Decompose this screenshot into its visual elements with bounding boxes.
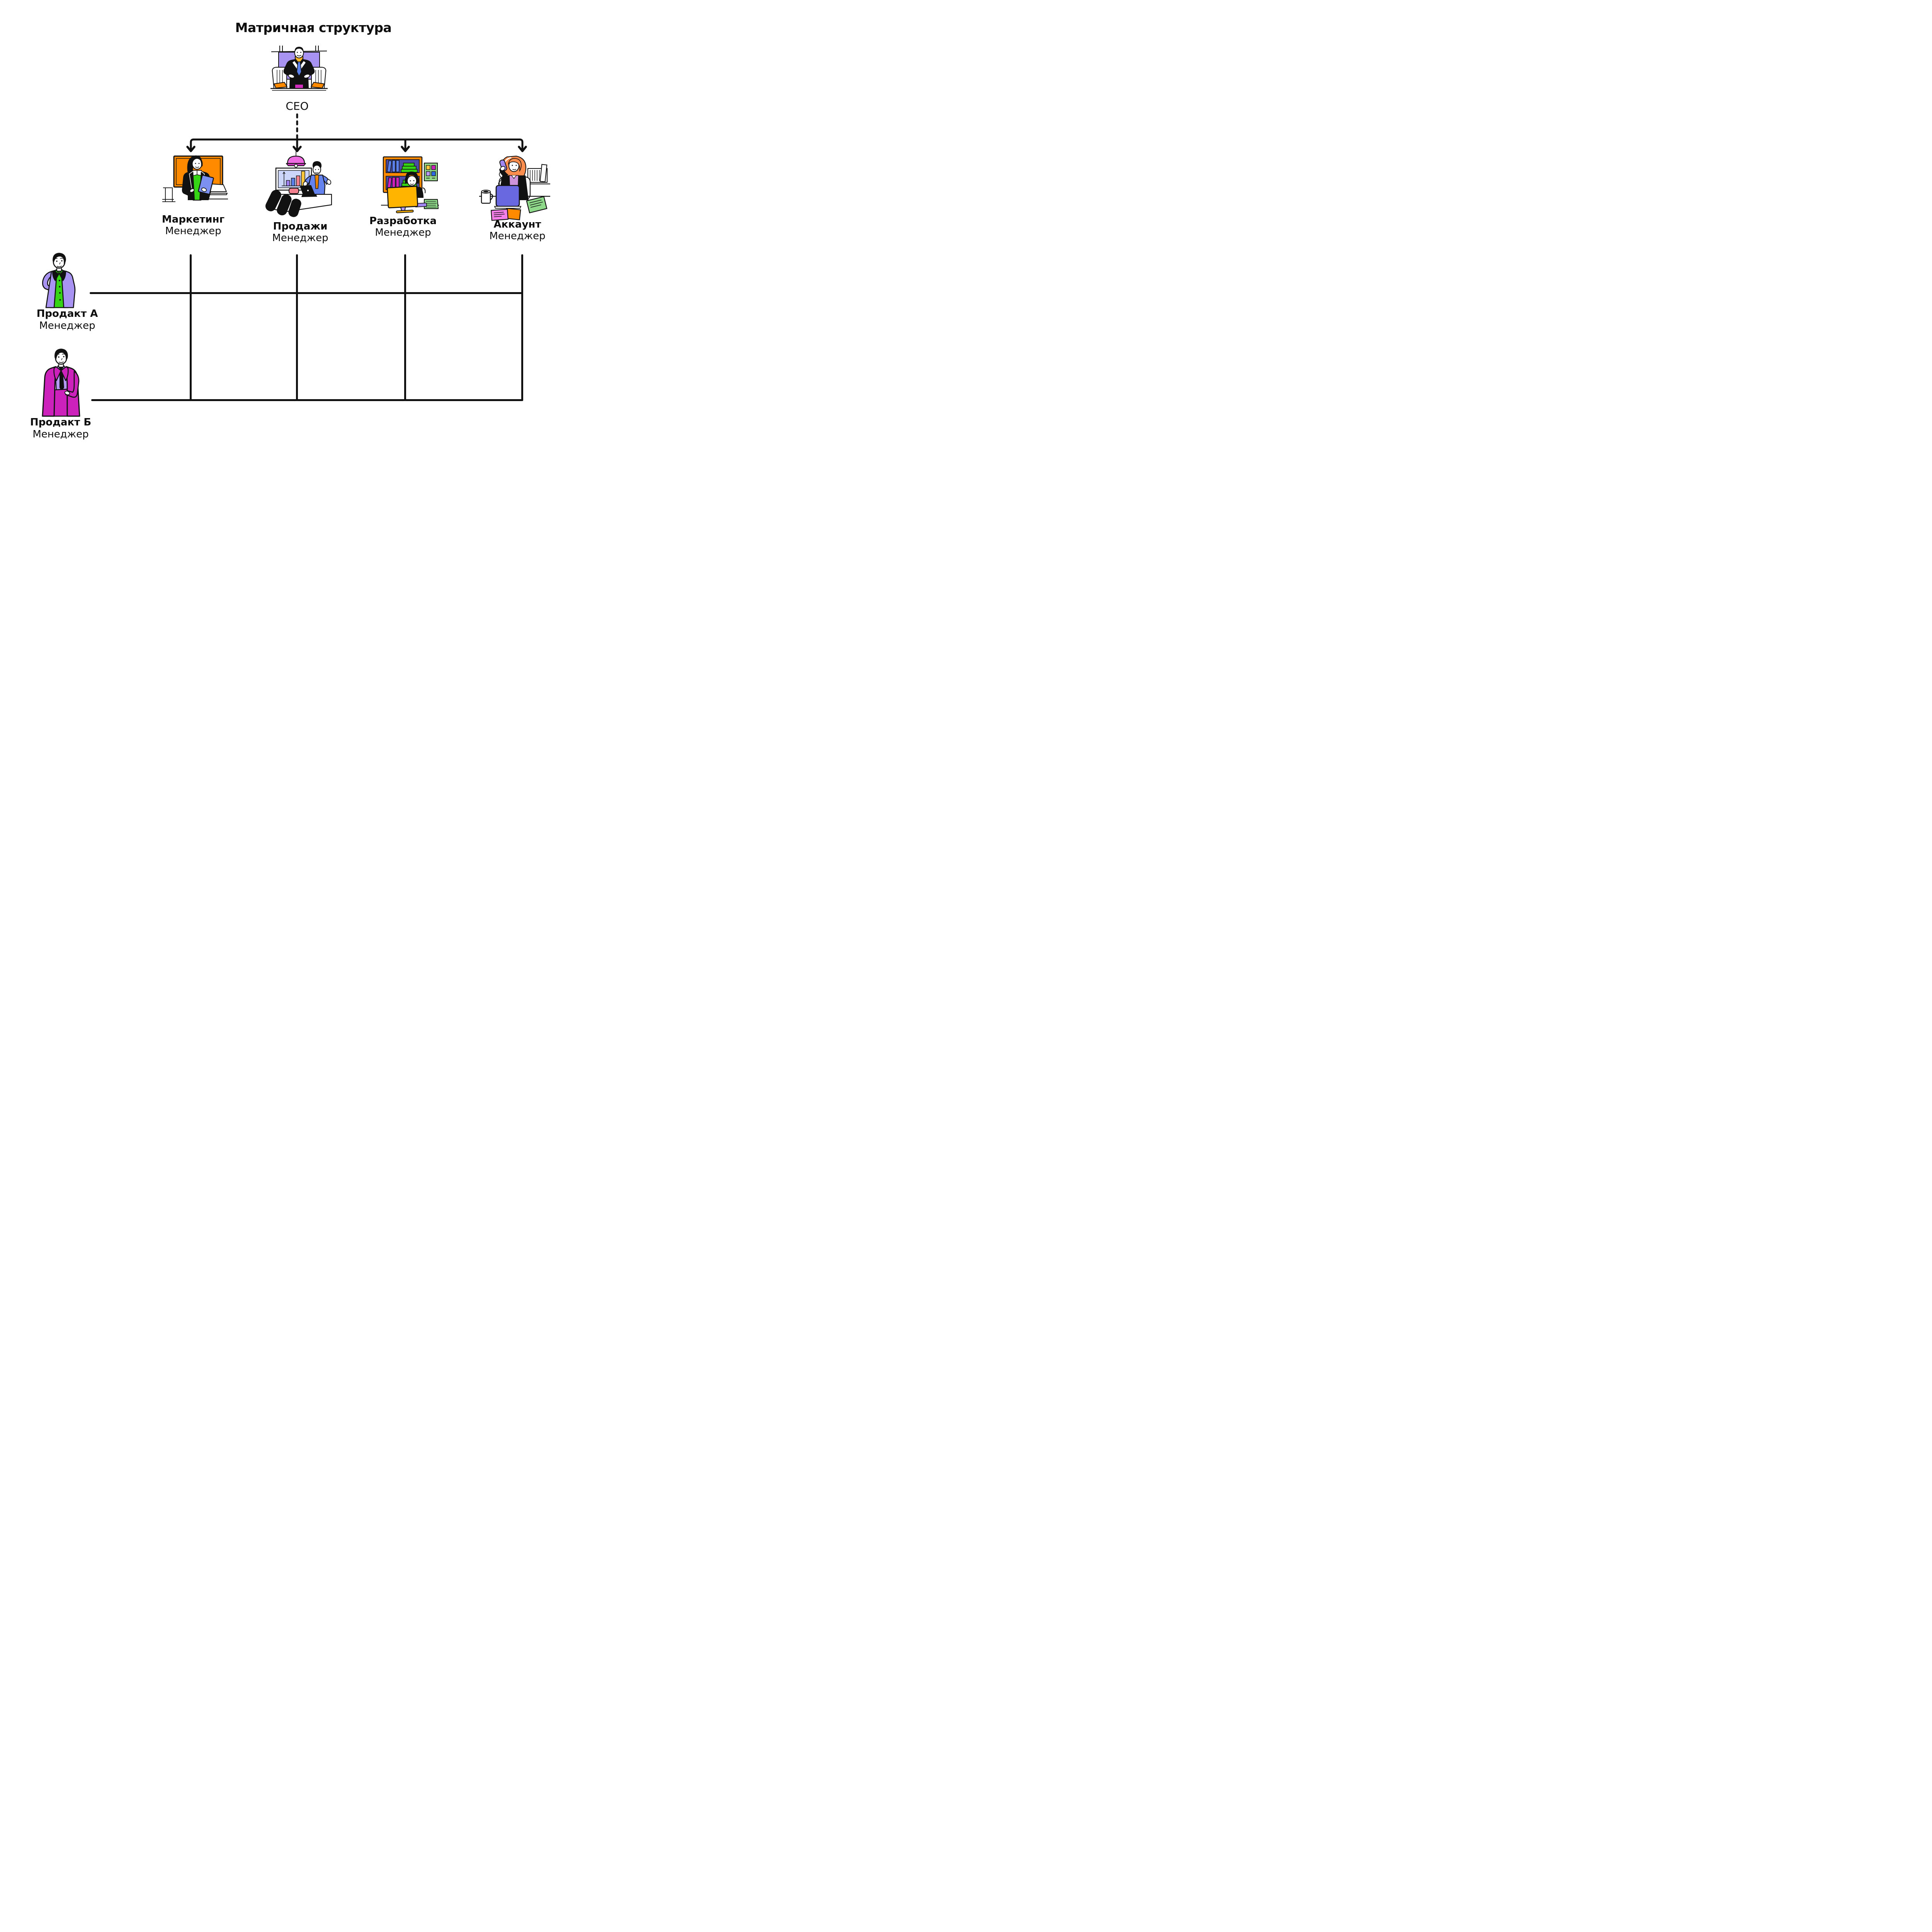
product-a-manager-illustration bbox=[42, 253, 76, 308]
dept-name: Маркетинг bbox=[162, 214, 225, 225]
label-product-b-manager: Продакт Б Менеджер bbox=[26, 417, 95, 440]
color-poster bbox=[424, 163, 438, 181]
matrix-row-line-product-a bbox=[90, 292, 523, 294]
arrowhead-marketing bbox=[186, 146, 196, 152]
role-name: Менеджер bbox=[39, 320, 95, 332]
label-marketing-manager: Маркетинг Менеджер bbox=[158, 214, 228, 237]
product-name: Продакт А bbox=[36, 308, 98, 320]
black-laptop bbox=[300, 185, 315, 195]
marketing-person bbox=[182, 155, 214, 201]
role-name: Менеджер bbox=[489, 230, 546, 242]
arrowhead-sales bbox=[293, 146, 302, 152]
product-name: Продакт Б bbox=[30, 417, 92, 428]
ceo-label: CEO bbox=[286, 100, 309, 112]
matrix-column-line-development bbox=[404, 254, 406, 401]
magenta-jacket-arm bbox=[65, 371, 80, 398]
arrowhead-account bbox=[518, 146, 527, 152]
matrix-row-line-product-b bbox=[91, 399, 523, 401]
sales-manager-illustration bbox=[265, 151, 332, 217]
role-name: Менеджер bbox=[375, 227, 431, 238]
diagram-title: Матричная структура bbox=[235, 20, 392, 35]
dept-name: Продажи bbox=[273, 221, 328, 232]
role-name: Менеджер bbox=[272, 232, 328, 244]
matrix-column-line-marketing bbox=[190, 254, 192, 401]
label-product-a-manager: Продакт А Менеджер bbox=[32, 308, 102, 332]
office-desk bbox=[162, 187, 175, 202]
product-a-person bbox=[42, 253, 76, 308]
blue-laptop bbox=[494, 185, 522, 209]
role-name: Менеджер bbox=[32, 429, 89, 440]
desk bbox=[270, 82, 328, 91]
matrix-column-line-account bbox=[521, 254, 523, 401]
product-b-person bbox=[42, 349, 80, 417]
product-b-manager-illustration bbox=[42, 349, 80, 417]
development-manager-illustration bbox=[381, 156, 439, 213]
bar-chart bbox=[286, 171, 305, 186]
label-sales-manager: Продажи Менеджер bbox=[265, 221, 335, 244]
meeting-table bbox=[265, 185, 332, 217]
white-mug bbox=[481, 190, 493, 204]
arrowhead-development bbox=[401, 146, 410, 152]
matrix-column-line-sales bbox=[296, 254, 298, 401]
magenta-jacket-left bbox=[42, 366, 56, 417]
label-account-manager: Аккаунт Менеджер bbox=[483, 219, 552, 242]
ceo-illustration bbox=[270, 46, 328, 91]
dept-name: Аккаунт bbox=[493, 219, 541, 230]
lavender-jacket-right bbox=[61, 270, 76, 308]
yellow-monitor bbox=[387, 185, 418, 213]
pink-pendant-lamp bbox=[286, 151, 306, 168]
account-manager-illustration bbox=[479, 155, 550, 221]
label-development-manager: Разработка Менеджер bbox=[368, 215, 438, 238]
role-name: Менеджер bbox=[165, 225, 221, 237]
marketing-manager-illustration bbox=[162, 155, 228, 202]
green-document bbox=[526, 196, 548, 214]
branch-line bbox=[190, 138, 524, 151]
laptop-outline bbox=[204, 184, 228, 195]
radiator-shelf bbox=[525, 164, 550, 184]
matrix-structure-diagram: Матричная структура bbox=[0, 0, 594, 452]
dept-name: Разработка bbox=[369, 215, 437, 227]
pink-document bbox=[490, 209, 509, 221]
org-connector-lines bbox=[186, 113, 527, 152]
